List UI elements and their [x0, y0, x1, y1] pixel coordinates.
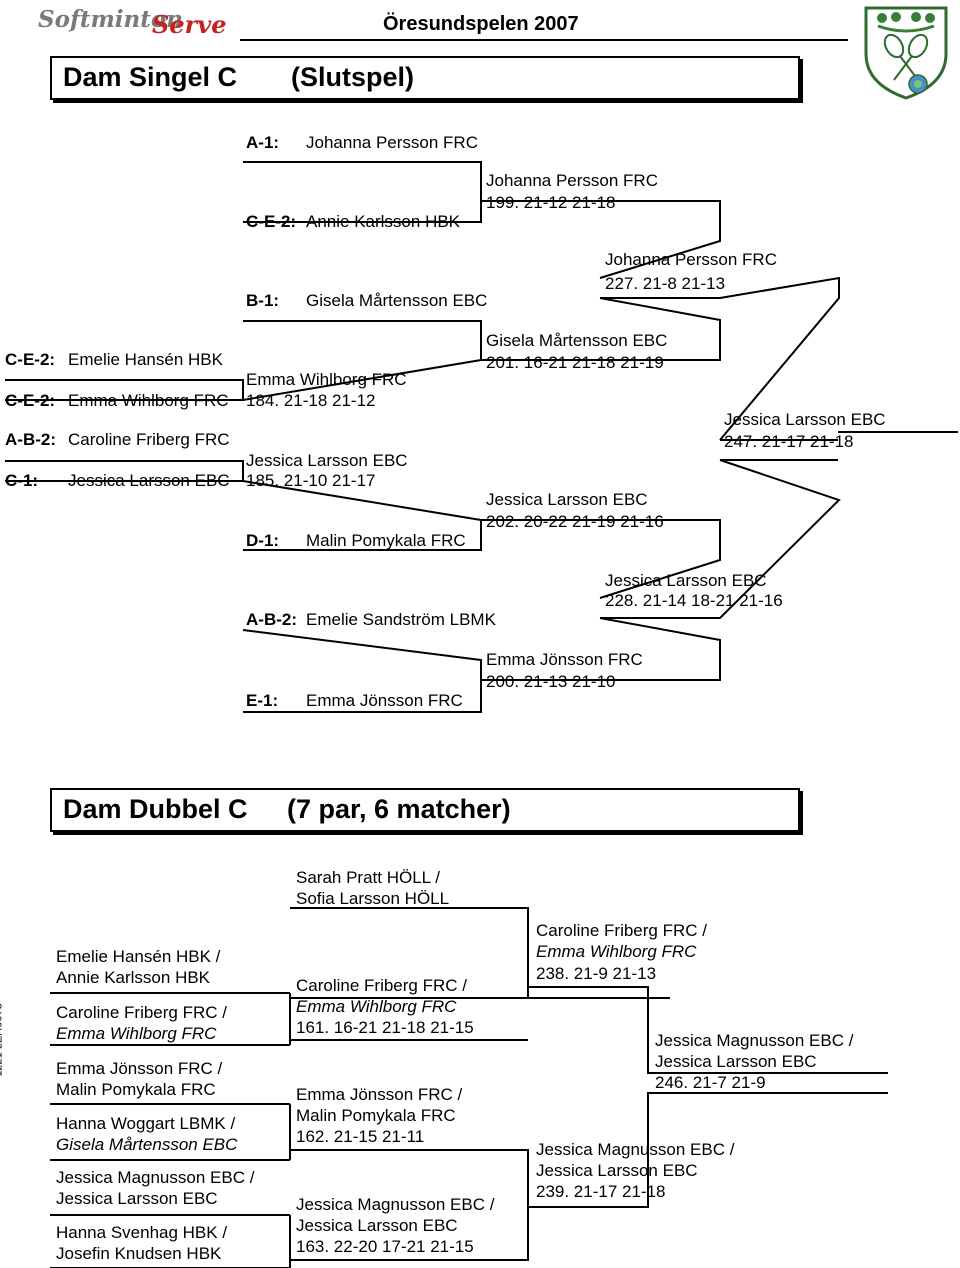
match-score: 161. 16-21 21-18 21-15	[296, 1018, 474, 1037]
match-pair-line1: Caroline Friberg FRC /	[296, 976, 467, 995]
match-winner: Emma Jönsson FRC	[486, 650, 643, 669]
seed-label: C-E-2:	[246, 212, 297, 231]
pair-line2: Gisela Mårtensson EBC	[56, 1135, 238, 1154]
pair-line2: Malin Pomykala FRC	[56, 1080, 216, 1099]
player-name: Johanna Persson FRC	[306, 133, 478, 152]
player-name: Emma Wihlborg FRC	[68, 391, 229, 410]
match-winner: Gisela Mårtensson EBC	[486, 331, 668, 350]
pair-line2: Sofia Larsson HÖLL	[296, 889, 450, 908]
match-score: 247. 21-17 21-18	[724, 432, 854, 451]
match-score: 163. 22-20 17-21 21-15	[296, 1237, 474, 1256]
seed-label: D-1:	[246, 531, 280, 550]
match-score: 202. 20-22 21-19 21-16	[486, 512, 664, 531]
doubles-title-box	[50, 788, 800, 832]
pair-line2: Jessica Larsson EBC	[56, 1189, 218, 1208]
match-winner: Johanna Persson FRC	[486, 171, 658, 190]
player-name: Gisela Mårtensson EBC	[306, 291, 488, 310]
match-pair-line1: Emma Jönsson FRC /	[296, 1085, 463, 1104]
match-score: 246. 21-7 21-9	[655, 1073, 766, 1092]
match-score: 185. 21-10 21-17	[246, 471, 376, 490]
doubles-title: Dam Dubbel C	[63, 794, 248, 824]
match-pair-line1: Caroline Friberg FRC /	[536, 921, 707, 940]
side-code: 1221 LEH0073	[0, 1003, 5, 1077]
match-pair-line2: Jessica Larsson EBC	[296, 1216, 458, 1235]
match-winner: Jessica Larsson EBC	[605, 571, 767, 590]
match-winner: Jessica Larsson EBC	[724, 410, 886, 429]
player-name: Malin Pomykala FRC	[306, 531, 466, 550]
match-score: 227. 21-8 21-13	[605, 274, 726, 293]
match-score: 238. 21-9 21-13	[536, 964, 657, 983]
match-score: 200. 21-13 21-10	[486, 672, 616, 691]
player-name: Jessica Larsson EBC	[68, 471, 230, 490]
pair-line2: Annie Karlsson HBK	[56, 968, 211, 987]
seed-label: C-1:	[5, 471, 39, 490]
match-winner: Johanna Persson FRC	[605, 250, 777, 269]
match-score: 201. 16-21 21-18 21-19	[486, 353, 664, 372]
match-pair-line1: Jessica Magnusson EBC /	[655, 1031, 854, 1050]
club-crest-icon	[860, 4, 952, 100]
seed-label: A-1:	[246, 133, 280, 152]
seed-label: E-1:	[246, 691, 279, 710]
tournament-title: Öresundspelen 2007	[383, 13, 579, 35]
seed-label: B-1:	[246, 291, 280, 310]
pair-line1: Emelie Hansén HBK /	[56, 947, 221, 966]
pair-line1: Sarah Pratt HÖLL /	[296, 868, 440, 887]
match-pair-line2: Emma Wihlborg FRC	[536, 942, 697, 961]
pair-line2: Josefin Knudsen HBK	[56, 1244, 222, 1263]
match-winner: Jessica Larsson EBC	[246, 451, 408, 470]
logo-serve: Serve	[152, 10, 227, 39]
singles-title-box	[50, 56, 800, 100]
player-name: Emma Jönsson FRC	[306, 691, 463, 710]
seed-label: A-B-2:	[246, 610, 297, 629]
pair-line2: Emma Wihlborg FRC	[56, 1024, 217, 1043]
doubles-subtitle: (7 par, 6 matcher)	[287, 794, 511, 824]
match-score: 228. 21-14 18-21 21-16	[605, 591, 783, 610]
player-name: Emelie Sandström LBMK	[306, 610, 496, 629]
match-score: 184. 21-18 21-12	[246, 391, 376, 410]
match-score: 162. 21-15 21-11	[296, 1127, 425, 1146]
logo-softminton: Softminton	[38, 6, 183, 33]
player-name: Caroline Friberg FRC	[68, 430, 230, 449]
pair-line1: Caroline Friberg FRC /	[56, 1003, 227, 1022]
pair-line1: Emma Jönsson FRC /	[56, 1059, 223, 1078]
match-winner: Emma Wihlborg FRC	[246, 370, 407, 389]
player-name: Emelie Hansén HBK	[68, 350, 223, 369]
seed-label: C-E-2:	[5, 350, 56, 369]
match-pair-line2: Jessica Larsson EBC	[536, 1161, 698, 1180]
match-score: 239. 21-17 21-18	[536, 1182, 666, 1201]
pair-line1: Hanna Svenhag HBK /	[56, 1223, 228, 1242]
match-pair-line2: Malin Pomykala FRC	[296, 1106, 456, 1125]
match-pair-line1: Jessica Magnusson EBC /	[296, 1195, 495, 1214]
singles-title: Dam Singel C	[63, 62, 238, 92]
seed-label: A-B-2:	[5, 430, 56, 449]
pair-line1: Hanna Woggart LBMK /	[56, 1114, 236, 1133]
singles-subtitle: (Slutspel)	[291, 62, 415, 92]
player-name: Annie Karlsson HBK	[306, 212, 461, 231]
match-pair-line1: Jessica Magnusson EBC /	[536, 1140, 735, 1159]
match-winner: Jessica Larsson EBC	[486, 490, 648, 509]
pair-line1: Jessica Magnusson EBC /	[56, 1168, 255, 1187]
match-score: 199. 21-12 21-18	[486, 193, 616, 212]
match-pair-line2: Emma Wihlborg FRC	[296, 997, 457, 1016]
seed-label: C-E-2:	[5, 391, 56, 410]
match-pair-line2: Jessica Larsson EBC	[655, 1052, 817, 1071]
